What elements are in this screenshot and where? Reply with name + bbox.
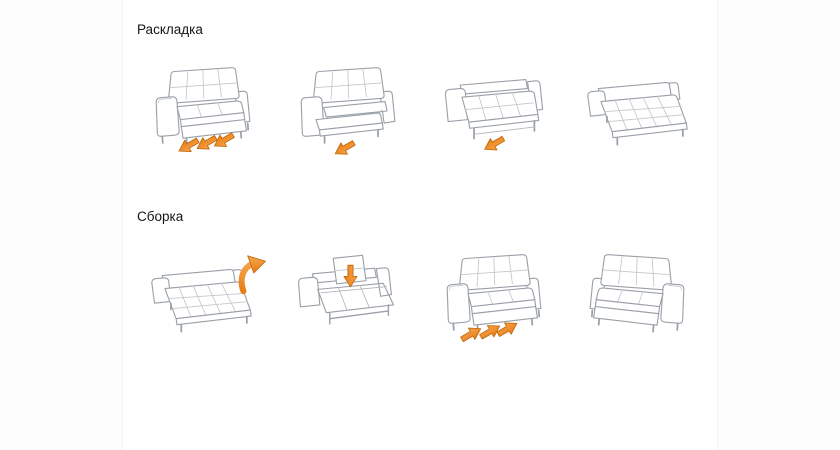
bed-half-unfolded-arrow-icon (444, 78, 543, 156)
fold-step-2 (278, 246, 416, 350)
sofa-seat-extended-arrow-icon (300, 67, 396, 160)
bed-unfolded-icon (586, 81, 689, 146)
unfold-step-1 (133, 59, 271, 163)
fold-section-title: Сборка (137, 209, 184, 224)
bed-lift-curved-arrow-icon (150, 246, 271, 333)
sofa-assembled-icon (589, 253, 685, 333)
unfold-steps-row (133, 59, 707, 163)
instruction-sheet: Раскладка (122, 0, 718, 450)
fold-step-4 (569, 246, 707, 350)
fold-steps-row (133, 246, 707, 350)
unfold-section: Раскладка (133, 22, 707, 163)
sofa-with-push-arrows-icon (445, 253, 542, 346)
sofa-with-pull-arrows-icon (155, 66, 251, 158)
unfold-section-title: Раскладка (137, 22, 203, 37)
unfold-step-3 (424, 59, 562, 163)
fold-step-3 (424, 246, 562, 350)
frame-fold-down-arrow-icon (298, 254, 395, 325)
unfold-step-4 (569, 59, 707, 163)
fold-step-1 (133, 246, 271, 350)
unfold-step-2 (278, 59, 416, 163)
fold-section: Сборка (133, 209, 707, 350)
